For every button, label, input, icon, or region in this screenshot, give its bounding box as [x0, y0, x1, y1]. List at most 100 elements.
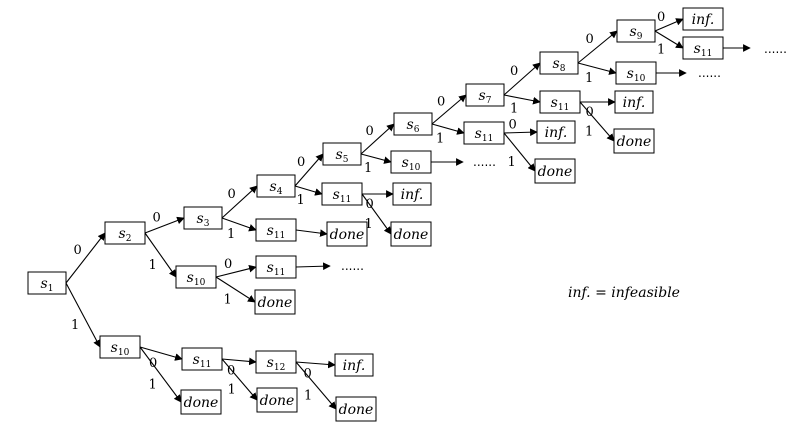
state-subscript: 11: [701, 49, 712, 59]
state-node: s11: [321, 182, 363, 206]
edge-arrow: [221, 217, 257, 232]
outcome-node: inf.: [334, 353, 374, 377]
state-symbol: s: [187, 270, 194, 286]
state-symbol: s: [197, 211, 204, 227]
edge-arrow: [295, 361, 337, 410]
outcome-label: done: [184, 395, 219, 411]
edge-arrow: [221, 358, 258, 401]
state-label: s11: [193, 352, 212, 370]
state-symbol: s: [267, 355, 274, 371]
state-label: s2: [119, 226, 132, 244]
state-node: s11: [463, 121, 505, 145]
state-node: s11: [539, 90, 581, 114]
outcome-node: inf.: [392, 182, 432, 206]
edge-label: 0: [74, 243, 82, 258]
edge-arrow: [294, 153, 324, 187]
edge-arrow: [503, 62, 541, 96]
outcome-label: done: [538, 164, 573, 180]
edge-arrow: [65, 282, 101, 348]
node-box: [465, 83, 505, 107]
edge-label: 1: [149, 258, 157, 273]
state-symbol: s: [267, 260, 274, 276]
edge-arrow: [221, 185, 258, 219]
outcome-label: inf.: [623, 95, 646, 111]
edge-label: 0: [509, 118, 517, 133]
edge-label: 0: [227, 364, 235, 379]
outcome-label: inf.: [401, 187, 424, 203]
continuation-dots: ......: [341, 259, 364, 273]
state-subscript: 10: [409, 163, 421, 173]
state-symbol: s: [627, 66, 634, 82]
node-box: [539, 51, 579, 75]
state-node: s8: [539, 51, 579, 75]
edge-label: 1: [227, 227, 235, 242]
state-symbol: s: [402, 155, 409, 171]
outcome-node: done: [254, 289, 296, 315]
state-subscript: 11: [274, 268, 285, 278]
edge-label: 0: [586, 32, 594, 47]
edge-arrow: [144, 232, 177, 278]
state-subscript: 9: [637, 32, 643, 42]
state-label: s9: [630, 24, 643, 42]
edge-label: 1: [585, 71, 593, 86]
continuation-arrow: [295, 262, 331, 271]
state-symbol: s: [553, 56, 560, 72]
edge-arrow: [503, 94, 541, 105]
node-box: [180, 389, 222, 415]
edge-arrow: [360, 153, 392, 164]
state-label: s11: [267, 223, 286, 241]
state-node: s4: [256, 174, 296, 198]
outcome-node: inf.: [536, 120, 576, 144]
state-label: s11: [475, 126, 494, 144]
edge-arrow: [577, 62, 617, 75]
state-label: s8: [553, 56, 566, 74]
state-label: s10: [627, 66, 646, 84]
edge-arrow: [579, 101, 615, 142]
outcome-node: done: [180, 389, 222, 415]
state-node: s9: [616, 19, 656, 43]
outcome-node: inf.: [614, 90, 654, 114]
state-symbol: s: [41, 276, 48, 292]
state-subscript: 8: [560, 64, 566, 74]
node-box: [392, 182, 432, 206]
state-symbol: s: [479, 88, 486, 104]
edge-arrow: [215, 264, 257, 278]
state-subscript: 10: [634, 74, 646, 84]
state-symbol: s: [407, 117, 414, 133]
edge-arrow: [215, 276, 256, 303]
node-box: [335, 396, 377, 422]
node-box: [463, 121, 505, 145]
edge-label: 0: [437, 95, 445, 110]
state-subscript: 12: [274, 363, 285, 373]
node-box: [183, 206, 223, 230]
state-label: s11: [551, 95, 570, 113]
node-box: [255, 218, 297, 242]
edge-label: 0: [224, 257, 232, 272]
edge-arrow: [360, 123, 395, 155]
node-box: [390, 221, 432, 247]
edge-label: 0: [297, 155, 305, 170]
state-label: s11: [694, 41, 713, 59]
state-label: s11: [333, 187, 352, 205]
edge-arrow: [295, 360, 336, 369]
edge-arrow: [221, 357, 257, 366]
edge-label: 1: [297, 193, 305, 208]
state-symbol: s: [336, 147, 343, 163]
continuations: ........................: [295, 42, 787, 273]
state-subscript: 3: [204, 219, 210, 229]
state-subscript: 1: [48, 284, 54, 294]
node-box: [27, 271, 67, 295]
continuation-dots: ......: [698, 66, 721, 80]
state-subscript: 4: [277, 187, 283, 197]
state-node: s3: [183, 206, 223, 230]
edge-arrow: [431, 123, 465, 135]
edge-arrow: [361, 193, 392, 235]
edge-arrow: [144, 216, 185, 234]
state-label: s3: [197, 211, 210, 229]
edge-arrow: [503, 128, 538, 137]
continuation-dots: ......: [764, 42, 787, 56]
outcome-node: inf.: [682, 7, 724, 31]
edge-arrow: [295, 229, 328, 237]
state-node: s11: [682, 36, 724, 60]
